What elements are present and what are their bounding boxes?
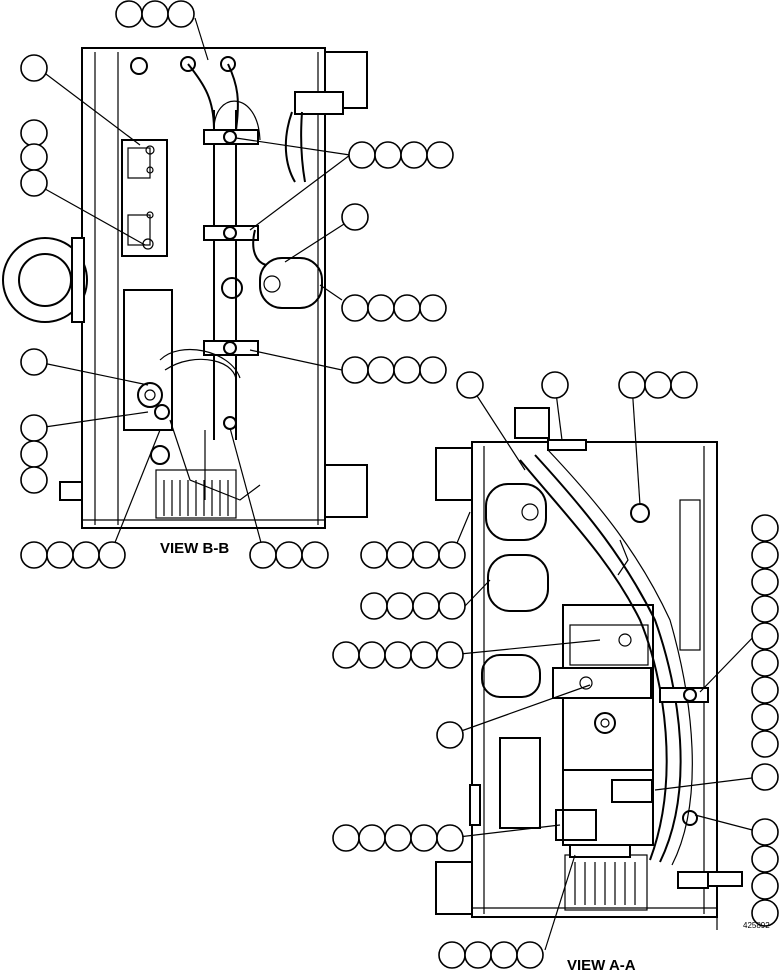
callout-bubbles-b — [20, 0, 454, 569]
fitting-b — [259, 257, 323, 309]
clamp-1 — [203, 129, 259, 145]
view-a-caption: VIEW A-A — [567, 957, 636, 974]
side-box-a-bottom — [435, 861, 473, 915]
view-a-a: VIEW A-A 425892 — [332, 371, 779, 974]
clamp-2 — [203, 225, 259, 241]
view-b-b: VIEW B-B — [2, 0, 454, 569]
lower-block — [123, 289, 173, 431]
connector-top — [294, 91, 344, 115]
drain-stub — [59, 481, 83, 501]
cylinder-a — [499, 737, 541, 829]
view-b-caption: VIEW B-B — [160, 540, 229, 557]
fitting-a-3 — [481, 654, 541, 698]
fitting-a-2 — [487, 554, 549, 612]
fitting-a-1 — [485, 483, 547, 541]
connector-a — [514, 407, 550, 439]
callout-bubbles-a — [332, 371, 779, 969]
drawing-reference: 425892 — [743, 921, 770, 930]
lifting-ring — [2, 237, 88, 323]
side-box-bottom — [324, 464, 368, 518]
clamp-3 — [203, 340, 259, 356]
side-box-top — [324, 51, 368, 109]
side-box-a-top — [435, 447, 473, 501]
terminal-plate — [121, 139, 168, 257]
terminal-strip-b — [155, 469, 237, 519]
